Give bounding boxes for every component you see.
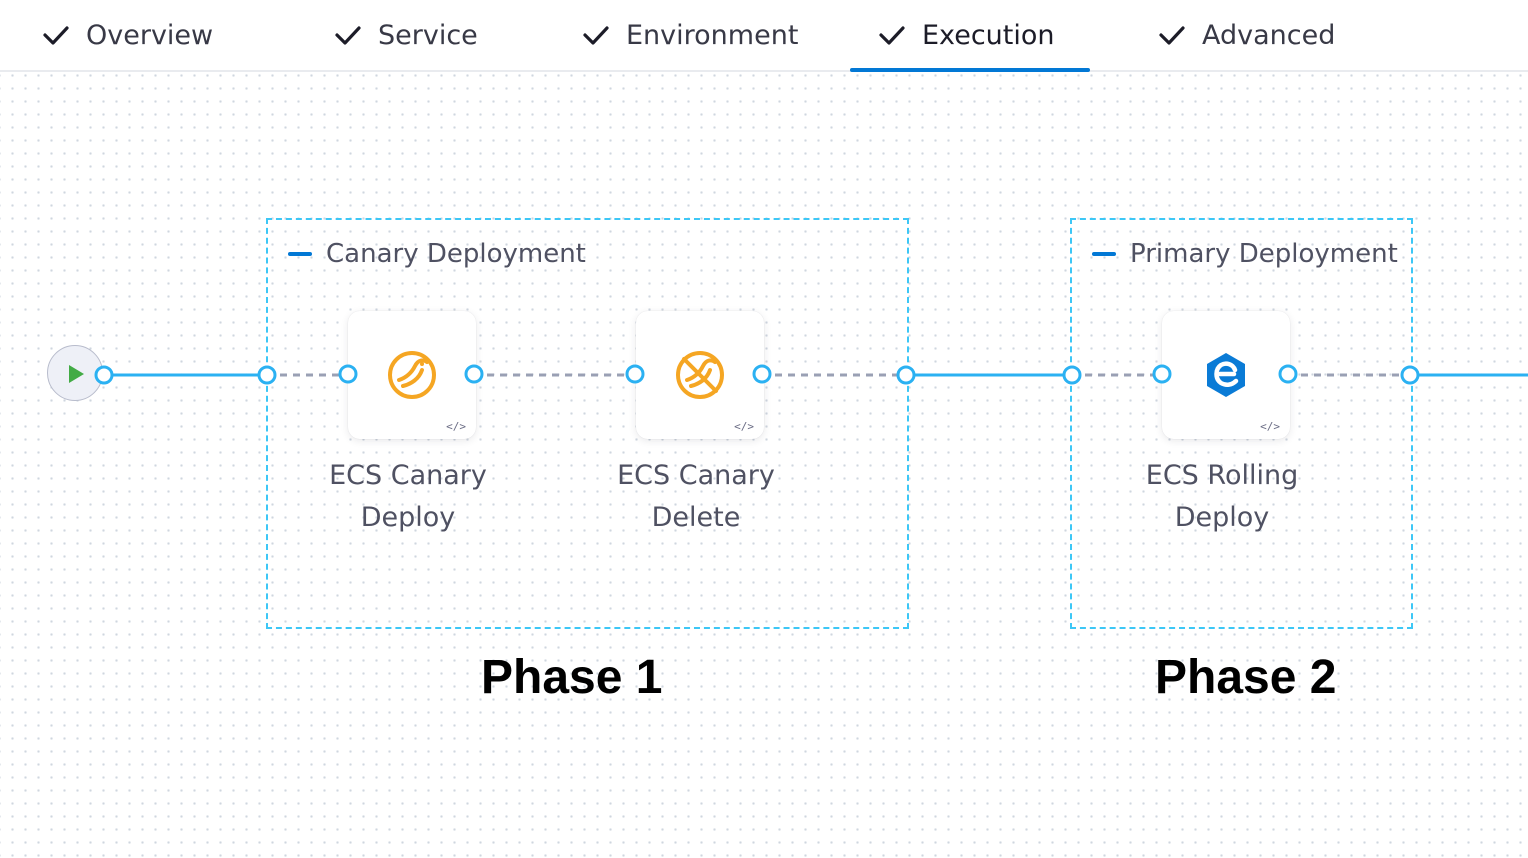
checkmark-icon bbox=[43, 26, 69, 45]
stage-group-primary bbox=[1070, 218, 1413, 629]
yaml-code-icon: </> bbox=[1260, 420, 1280, 433]
step-label: ECS Canary Deploy bbox=[298, 455, 518, 539]
tab-label: Advanced bbox=[1202, 19, 1336, 51]
step-label-line: ECS Canary bbox=[617, 460, 775, 491]
step-label-line: Deploy bbox=[1174, 502, 1270, 533]
checkmark-icon bbox=[1159, 26, 1185, 45]
step-label-line: Delete bbox=[651, 502, 741, 533]
stage-group-canary bbox=[266, 218, 909, 629]
wizard-tab-bar: Overview Service Environment Execution A… bbox=[0, 0, 1528, 72]
tab-environment[interactable]: Environment bbox=[580, 0, 798, 70]
tab-label: Environment bbox=[626, 19, 799, 51]
phase-2-label: Phase 2 bbox=[1155, 651, 1337, 704]
play-icon bbox=[69, 365, 84, 383]
group-header-primary: Primary Deployment bbox=[1092, 236, 1398, 272]
yaml-code-icon: </> bbox=[446, 420, 466, 433]
collapse-icon[interactable] bbox=[288, 252, 312, 256]
step-ecs-canary-deploy[interactable]: </> bbox=[348, 311, 476, 439]
step-ecs-rolling-deploy[interactable]: </> bbox=[1162, 311, 1290, 439]
step-ecs-canary-delete[interactable]: </> bbox=[636, 311, 764, 439]
canary-deploy-icon bbox=[388, 351, 436, 399]
phase-1-label: Phase 1 bbox=[481, 651, 663, 704]
group-header-canary: Canary Deployment bbox=[288, 236, 586, 272]
step-label-line: ECS Canary bbox=[329, 460, 487, 491]
tab-execution[interactable]: Execution bbox=[876, 0, 1055, 70]
group-title: Canary Deployment bbox=[326, 239, 586, 269]
step-label-line: ECS Rolling bbox=[1145, 460, 1299, 491]
step-label: ECS Canary Delete bbox=[586, 455, 806, 539]
pipeline-start-node[interactable] bbox=[47, 345, 103, 401]
tab-overview[interactable]: Overview bbox=[40, 0, 213, 70]
tab-label: Execution bbox=[922, 19, 1055, 51]
active-tab-indicator bbox=[850, 68, 1090, 72]
tab-advanced[interactable]: Advanced bbox=[1156, 0, 1335, 70]
tab-service[interactable]: Service bbox=[332, 0, 478, 70]
checkmark-icon bbox=[879, 26, 905, 45]
tab-label: Overview bbox=[86, 19, 214, 51]
checkmark-icon bbox=[583, 26, 609, 45]
checkmark-icon bbox=[335, 26, 361, 45]
tab-label: Service bbox=[378, 19, 478, 51]
collapse-icon[interactable] bbox=[1092, 252, 1116, 256]
group-title: Primary Deployment bbox=[1130, 239, 1398, 269]
ecs-rolling-icon bbox=[1207, 353, 1245, 397]
step-label-line: Deploy bbox=[360, 502, 456, 533]
canary-delete-icon bbox=[676, 351, 724, 399]
yaml-code-icon: </> bbox=[734, 420, 754, 433]
step-label: ECS Rolling Deploy bbox=[1112, 455, 1332, 539]
